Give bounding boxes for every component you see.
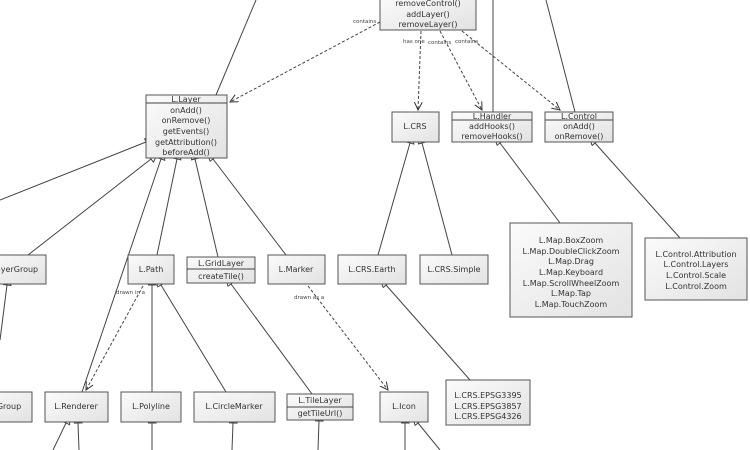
label-drawn-in: drawn in a — [116, 290, 145, 296]
class-text: L.TileLayer — [298, 396, 342, 405]
class-text: removeLayer() — [399, 20, 458, 29]
class-text: L.Path — [139, 265, 164, 274]
class-text: L.CRS.EPSG3395 — [454, 391, 521, 400]
class-handler[interactable]: L.Handler addHooks() removeHooks() — [451, 111, 533, 143]
class-text: L.GridLayer — [198, 259, 245, 268]
class-text: L.Control — [561, 112, 597, 121]
class-layergroup[interactable]: ayerGroup — [0, 254, 47, 285]
label-contains: contains — [353, 19, 376, 25]
class-text: removeControl() — [395, 0, 461, 8]
class-group[interactable]: Group — [0, 391, 33, 423]
class-text: L.Map.DoubleClickZoom — [523, 247, 620, 256]
class-text: L.CircleMarker — [205, 402, 263, 411]
class-marker[interactable]: L.Marker — [267, 254, 326, 285]
label-has-one: has one — [403, 39, 425, 45]
class-text: L.Marker — [279, 265, 314, 274]
class-tilelayer[interactable]: L.TileLayer getTileUrl() — [286, 393, 354, 421]
class-text: onRemove() — [162, 116, 211, 125]
class-text: L.Map.Tap — [551, 289, 591, 298]
class-layer[interactable]: L.Layer onAdd() onRemove() getEvents() g… — [145, 94, 228, 159]
control-implementations[interactable]: L.Control.Attribution L.Control.Layers L… — [644, 237, 748, 301]
class-text: getAttribution() — [155, 138, 217, 147]
class-renderer[interactable]: L.Renderer — [44, 391, 109, 423]
class-text: L.Map.BoxZoom — [539, 236, 604, 245]
class-crs-simple[interactable]: L.CRS.Simple — [419, 254, 489, 285]
class-text: addLayer() — [406, 10, 450, 19]
class-text: L.Control.Zoom — [665, 282, 727, 291]
class-icon[interactable]: L.Icon — [379, 391, 429, 423]
crs-epsg-implementations[interactable]: L.CRS.EPSG3395 L.CRS.EPSG3857 L.CRS.EPSG… — [445, 379, 531, 426]
class-path[interactable]: L.Path — [127, 254, 175, 285]
class-polyline[interactable]: L.Polyline — [120, 391, 182, 423]
class-text: L.Icon — [392, 402, 416, 411]
class-text: L.Polyline — [132, 402, 170, 411]
class-text: L.Map.Drag — [548, 257, 594, 266]
class-text: onAdd() — [170, 106, 202, 115]
class-text: Group — [0, 402, 21, 411]
class-circlemarker[interactable]: L.CircleMarker — [193, 391, 276, 423]
class-crs[interactable]: L.CRS — [391, 111, 440, 143]
class-text: getEvents() — [163, 127, 209, 136]
class-text: L.Control.Attribution — [655, 250, 736, 259]
class-text: L.Handler — [473, 112, 512, 121]
class-text: L.Layer — [171, 95, 201, 104]
class-text: L.CRS.EPSG3857 — [454, 402, 521, 411]
class-text: L.CRS.Earth — [348, 265, 395, 274]
class-text: L.Map.ScrollWheelZoom — [523, 279, 620, 288]
class-gridlayer[interactable]: L.GridLayer createTile() — [186, 256, 256, 284]
class-text: L.Control.Layers — [664, 260, 729, 269]
class-text: addHooks() — [469, 122, 515, 131]
class-text: L.CRS.EPSG4326 — [454, 412, 521, 421]
class-text: onAdd() — [563, 122, 595, 131]
class-text: getTileUrl() — [298, 409, 343, 418]
label-contains: contains — [428, 40, 451, 46]
class-text: L.Control.Scale — [666, 271, 726, 280]
class-control[interactable]: L.Control onAdd() onRemove() — [544, 111, 614, 143]
class-text: L.Map.TouchZoom — [535, 300, 608, 309]
label-drawn-as: drawn as a — [294, 295, 324, 301]
label-contains: contains — [455, 39, 478, 45]
class-text: L.Map.Keyboard — [539, 268, 603, 277]
class-text: createTile() — [198, 272, 244, 281]
connectors — [0, 0, 681, 450]
class-text: onRemove() — [555, 132, 604, 141]
class-text: ayerGroup — [0, 265, 38, 274]
class-map[interactable]: removeControl() addLayer() removeLayer() — [379, 0, 477, 31]
class-text: L.Renderer — [54, 402, 98, 411]
class-text: L.CRS.Simple — [427, 265, 480, 274]
handler-implementations[interactable]: L.Map.BoxZoom L.Map.DoubleClickZoom L.Ma… — [509, 222, 633, 318]
class-text: L.CRS — [403, 122, 426, 131]
class-text: removeHooks() — [461, 132, 522, 141]
class-text: beforeAdd() — [162, 148, 209, 157]
class-crs-earth[interactable]: L.CRS.Earth — [337, 254, 407, 285]
